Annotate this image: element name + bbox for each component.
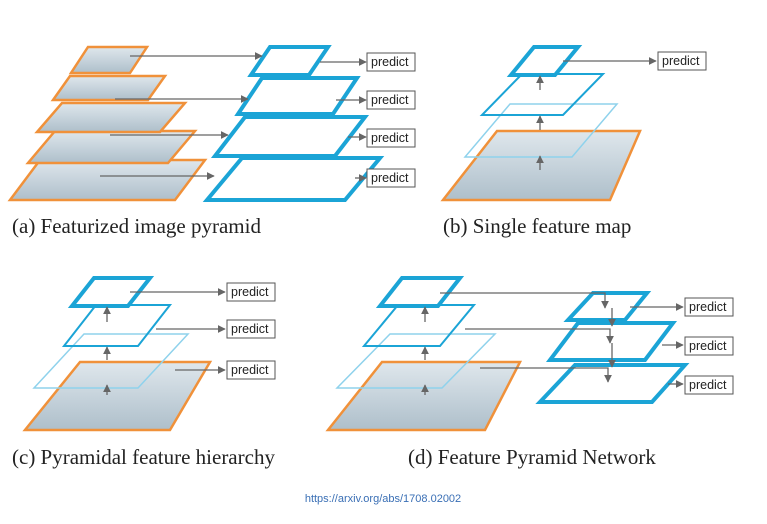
predict-box: predict <box>366 52 416 72</box>
predict-box: predict <box>226 282 276 302</box>
arrows <box>536 57 657 170</box>
predict-box: predict <box>366 128 416 148</box>
feature-map <box>361 304 477 347</box>
image-layer <box>25 129 198 165</box>
arrows <box>421 292 684 395</box>
feature-map <box>67 276 155 308</box>
svg-text:predict: predict <box>662 54 700 68</box>
feature-map <box>247 45 332 77</box>
feature-map <box>234 76 361 116</box>
feature-map-light <box>32 333 190 389</box>
predict-box: predict <box>657 51 707 71</box>
predict-box: predict <box>366 90 416 110</box>
svg-text:predict: predict <box>689 339 727 353</box>
predict-box: predict <box>226 319 276 339</box>
svg-text:predict: predict <box>371 93 409 107</box>
image-layer <box>22 360 213 432</box>
image-layer <box>50 74 168 102</box>
feature-map <box>535 363 690 404</box>
svg-text:predict: predict <box>231 322 269 336</box>
svg-text:predict: predict <box>371 131 409 145</box>
image-layer <box>325 360 523 432</box>
image-pyramid <box>7 45 208 202</box>
source-link[interactable]: https://arxiv.org/abs/1708.02002 <box>305 493 461 505</box>
image-layer <box>68 45 150 75</box>
feature-map <box>545 321 678 362</box>
feature-maps <box>202 45 385 202</box>
predict-box: predict <box>366 168 416 188</box>
predict-box: predict <box>684 297 734 317</box>
arrows <box>103 288 226 395</box>
svg-text:predict: predict <box>231 285 269 299</box>
feature-map <box>61 304 173 347</box>
panel-c: predict predict predict (c) Pyramidal fe… <box>12 276 276 469</box>
svg-text:predict: predict <box>689 300 727 314</box>
panel-a: predict predict predict predict (a) Feat… <box>7 45 416 238</box>
feature-map <box>210 115 370 158</box>
feature-map <box>375 276 465 308</box>
feature-map <box>506 45 583 77</box>
image-layer <box>440 129 642 202</box>
feature-map-light <box>335 333 497 389</box>
panel-d-caption: (d) Feature Pyramid Network <box>408 445 656 469</box>
feature-map <box>202 156 385 202</box>
predict-box: predict <box>226 360 276 380</box>
svg-text:predict: predict <box>371 171 409 185</box>
panel-c-caption: (c) Pyramidal feature hierarchy <box>12 445 275 469</box>
svg-text:predict: predict <box>371 55 409 69</box>
svg-text:predict: predict <box>231 363 269 377</box>
image-layer <box>7 158 208 202</box>
panel-d: predict predict predict (d) Feature Pyra… <box>325 276 734 469</box>
panel-b: predict (b) Single feature map <box>440 45 707 238</box>
panel-b-caption: (b) Single feature map <box>443 214 631 238</box>
svg-text:predict: predict <box>689 378 727 392</box>
image-layer <box>34 101 188 134</box>
panel-a-caption: (a) Featurized image pyramid <box>12 214 261 238</box>
feature-map-light <box>463 103 619 158</box>
predict-box: predict <box>684 375 734 395</box>
feature-map <box>563 291 652 322</box>
feature-map <box>479 73 606 116</box>
predict-box: predict <box>684 336 734 356</box>
arrows <box>100 52 367 182</box>
